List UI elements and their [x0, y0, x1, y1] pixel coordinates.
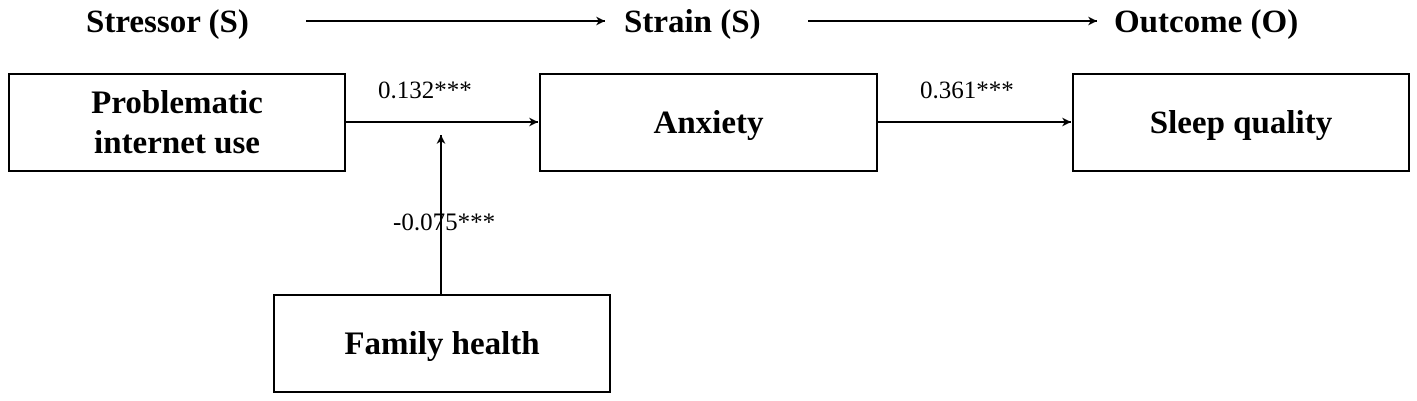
coef-anxiety-to-sleep: 0.361*** — [920, 77, 1014, 104]
header-strain: Strain (S) — [624, 4, 761, 40]
piu-line2: internet use — [94, 124, 260, 161]
box-sleep-quality: Sleep quality — [1072, 73, 1410, 172]
box-problematic-internet-use: Problematic internet use — [8, 73, 346, 172]
box-anxiety: Anxiety — [539, 73, 878, 172]
header-outcome: Outcome (O) — [1114, 4, 1299, 40]
piu-line1: Problematic — [91, 84, 263, 121]
header-stressor: Stressor (S) — [86, 4, 249, 40]
coef-moderation: -0.075*** — [393, 209, 496, 236]
coef-piu-to-anxiety: 0.132*** — [378, 77, 472, 104]
anxiety-label: Anxiety — [653, 104, 764, 141]
family-health-label: Family health — [344, 325, 540, 362]
sleep-quality-label: Sleep quality — [1149, 104, 1333, 141]
box-family-health: Family health — [273, 294, 611, 393]
